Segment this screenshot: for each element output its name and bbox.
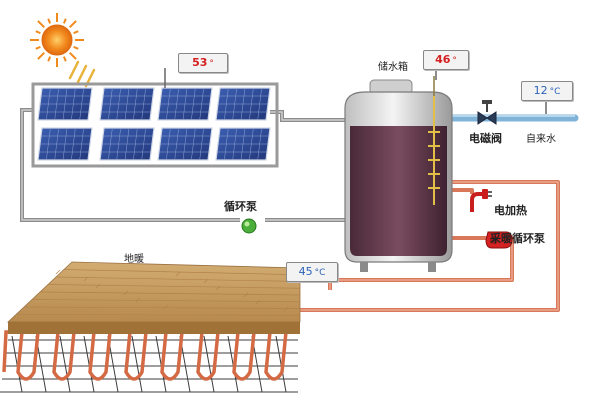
solar-panel [157, 127, 213, 161]
heating-pump-label: 采暖循环泵 [490, 232, 545, 245]
tank-temp-display: 46° [423, 50, 469, 70]
circulation-pump-icon [241, 218, 257, 234]
solar-panel [215, 87, 271, 121]
circulation-pump-label: 循环泵 [224, 200, 257, 213]
wooden-floor [6, 261, 301, 334]
display-stems [164, 68, 437, 88]
floor-heating-coil [2, 328, 297, 381]
solar-panel [157, 87, 213, 121]
solenoid-valve-label: 电磁阀 [469, 132, 502, 145]
floor-temp-display: 45°C [286, 262, 338, 282]
tap-water-label: 自来水 [526, 134, 556, 145]
electric-heater-label: 电加热 [494, 204, 527, 217]
electric-heater-icon [470, 189, 492, 212]
tap-water-temp-display: 12°C [521, 81, 573, 101]
storage-tank-label: 储水箱 [378, 62, 408, 73]
heating-pump-icon [485, 231, 513, 249]
floor-heating-label: 地暖 [124, 254, 144, 265]
storage-tank [344, 76, 453, 272]
solar-panel [37, 127, 93, 161]
sunlight-rays [68, 60, 96, 88]
sun-icon [30, 13, 84, 67]
solar-panel-array [31, 82, 279, 168]
solar-panel [99, 87, 155, 121]
solar-panel [37, 87, 93, 121]
collector-temp-display: 53° [178, 53, 228, 73]
solenoid-valve-icon [477, 100, 497, 125]
solar-panel [99, 127, 155, 161]
solar-panel [215, 127, 271, 161]
